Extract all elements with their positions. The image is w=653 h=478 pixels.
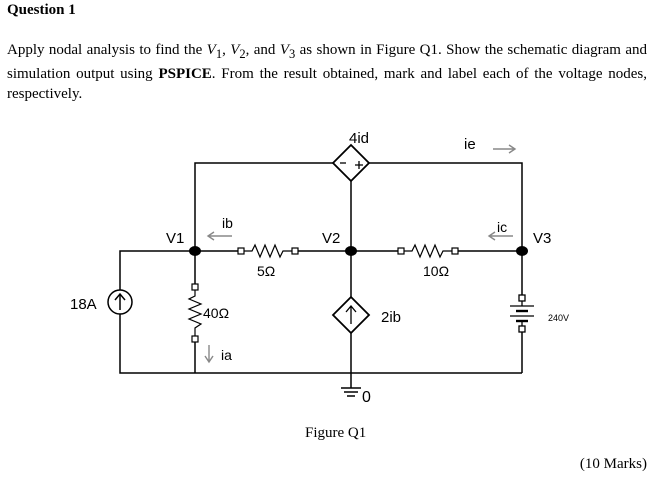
- var-v3: V: [279, 42, 289, 58]
- var-v1-sub: 1: [215, 47, 223, 61]
- current-arrows: [204, 144, 517, 364]
- question-sep-1: ,: [222, 42, 231, 58]
- label-ia: ia: [221, 347, 232, 363]
- arrow-ia-icon: [204, 345, 214, 364]
- wire-top-right: [369, 162, 523, 251]
- resistor-5: [237, 243, 299, 259]
- node-v2: [345, 246, 357, 256]
- battery-240v: [510, 294, 534, 333]
- label-ground: 0: [362, 389, 371, 406]
- label-r10: 10Ω: [423, 263, 449, 279]
- question-text-part-3: . From the result obtained, mark and lab…: [7, 66, 647, 102]
- ground-symbol: [341, 387, 361, 397]
- arrow-ib-icon: [206, 231, 232, 241]
- wire-top-left: [194, 162, 333, 251]
- label-r40: 40Ω: [203, 305, 229, 321]
- question-sep-2: , and: [245, 42, 280, 58]
- arrow-ic-icon: [487, 231, 513, 241]
- label-battery: 240V: [548, 313, 569, 323]
- dependent-source-mid: [331, 295, 371, 335]
- figure-caption: Figure Q1: [305, 425, 367, 441]
- question-text-part-1: Apply nodal analysis to find the: [7, 42, 207, 58]
- current-source-18a: [107, 289, 133, 315]
- label-v2: V2: [322, 230, 340, 247]
- circuit-labels: 4id ie ib ic V1 V2 V3 5Ω 10Ω 40Ω 18A 2ib…: [70, 130, 569, 406]
- circuit-nodes: [189, 246, 528, 256]
- wire-left-upper: [119, 250, 195, 290]
- label-v3: V3: [533, 230, 551, 247]
- marks-label: (10 Marks): [579, 456, 647, 472]
- dependent-source-top: [331, 143, 371, 183]
- var-v2: V: [230, 42, 240, 58]
- resistor-40: [187, 283, 203, 343]
- label-dep-top: 4id: [349, 130, 369, 147]
- label-dep-mid: 2ib: [381, 309, 401, 326]
- arrow-ie-icon: [493, 144, 517, 154]
- question-text-part-2: as shown in Figure Q1. Show the schemati…: [7, 42, 647, 82]
- question-heading: Question 1: [7, 2, 76, 18]
- label-current-source: 18A: [70, 296, 97, 313]
- question-text: Apply nodal analysis to find the V1, V2,…: [7, 40, 647, 104]
- label-ib: ib: [222, 215, 233, 231]
- label-v1: V1: [166, 230, 184, 247]
- label-ie: ie: [464, 136, 476, 153]
- node-v1: [189, 246, 201, 256]
- wire-bottom: [119, 314, 522, 374]
- circuit-wires: [119, 162, 523, 388]
- pspice-label: PSPICE: [158, 66, 212, 82]
- label-ic: ic: [497, 219, 507, 235]
- resistor-10: [397, 243, 459, 259]
- node-v3: [516, 246, 528, 256]
- label-r5: 5Ω: [257, 263, 275, 279]
- var-v3-sub: 3: [288, 47, 296, 61]
- var-v1: V: [206, 42, 216, 58]
- var-v2-sub: 2: [239, 47, 246, 61]
